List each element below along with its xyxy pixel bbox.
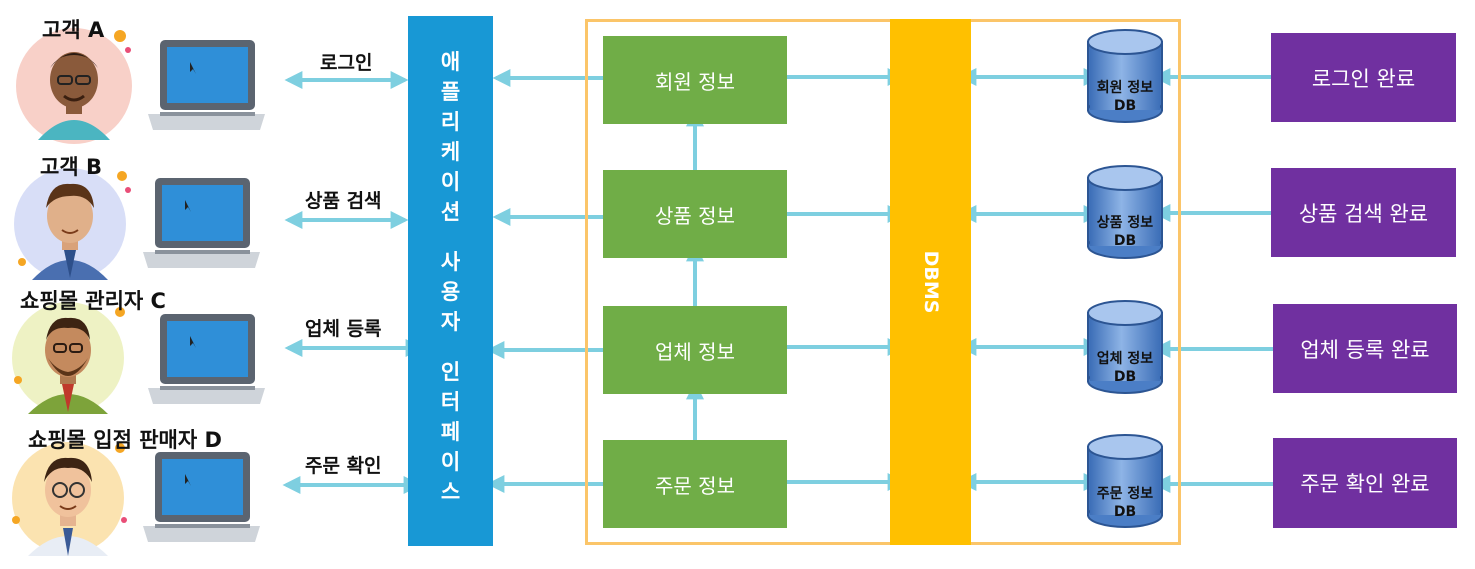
db-label-line2: DB xyxy=(1113,98,1137,114)
avatar-seller-d xyxy=(12,442,127,556)
interface-char: 플 xyxy=(440,80,461,104)
db-cylinder-icon-product xyxy=(1087,165,1163,259)
interface-char: 용 xyxy=(440,280,461,304)
interface-char: 사 xyxy=(440,250,461,274)
entity-box-product: 상품 정보 xyxy=(603,170,787,258)
result-box-order: 주문 확인 완료 xyxy=(1273,438,1457,528)
dbms-bar: DBMS xyxy=(890,19,971,545)
interface-char: 케 xyxy=(440,140,461,164)
entity-box-vendor: 업체 정보 xyxy=(603,306,787,394)
db-label-line2: DB xyxy=(1113,369,1137,385)
result-box-search: 상품 검색 완료 xyxy=(1271,168,1456,257)
db-label-member: 회원 정보 DB xyxy=(1085,79,1165,115)
db-label-product: 상품 정보 DB xyxy=(1085,214,1165,250)
arrow-group-left xyxy=(282,71,424,494)
interface-char: 리 xyxy=(440,110,461,134)
db-cylinder-icon-vendor xyxy=(1087,300,1163,394)
arrow-group-dbms xyxy=(768,68,1102,491)
entity-box-member: 회원 정보 xyxy=(603,36,787,124)
interface-char: 자 xyxy=(440,310,461,334)
application-user-interface-bar: 애 플 리 케 이 션 사 용 자 인 터 페 이 스 xyxy=(408,16,493,546)
action-label-register: 업체 등록 xyxy=(305,318,382,340)
user-label-b: 고객 B xyxy=(40,155,102,179)
interface-char: 애 xyxy=(440,50,461,74)
avatar-customer-a xyxy=(16,28,132,144)
db-label-line1: 주문 정보 xyxy=(1096,486,1154,502)
db-cylinder-icon-order xyxy=(1087,434,1163,528)
db-label-line1: 상품 정보 xyxy=(1096,215,1154,231)
avatar-customer-b xyxy=(14,168,131,280)
database-system-frame xyxy=(585,19,1181,545)
laptop-icon-a xyxy=(148,40,265,130)
interface-char: 인 xyxy=(440,360,461,384)
interface-char: 스 xyxy=(440,480,461,504)
db-label-line1: 업체 정보 xyxy=(1096,351,1154,367)
db-cylinder-icon-member xyxy=(1087,29,1163,123)
laptop-icon-b xyxy=(143,178,260,268)
interface-char: 션 xyxy=(440,200,461,224)
action-label-order: 주문 확인 xyxy=(305,455,382,477)
db-label-line2: DB xyxy=(1113,233,1137,249)
interface-char: 페 xyxy=(440,420,461,444)
interface-char: 터 xyxy=(440,390,461,414)
db-label-line1: 회원 정보 xyxy=(1096,80,1154,96)
avatar-admin-c xyxy=(12,302,125,414)
user-label-c: 쇼핑몰 관리자 C xyxy=(20,289,166,313)
db-label-vendor: 업체 정보 DB xyxy=(1085,350,1165,386)
dbms-label: DBMS xyxy=(919,250,942,314)
user-label-a: 고객 A xyxy=(42,18,105,42)
entity-box-order: 주문 정보 xyxy=(603,440,787,528)
user-label-d: 쇼핑몰 입점 판매자 D xyxy=(28,428,222,452)
db-label-order: 주문 정보 DB xyxy=(1085,485,1165,521)
result-box-login: 로그인 완료 xyxy=(1271,33,1456,122)
action-label-login: 로그인 xyxy=(320,52,373,74)
result-box-register: 업체 등록 완료 xyxy=(1273,304,1457,393)
action-label-search: 상품 검색 xyxy=(305,190,382,212)
laptop-icon-d xyxy=(143,452,260,542)
interface-char: 이 xyxy=(440,170,461,194)
db-label-line2: DB xyxy=(1113,504,1137,520)
interface-char: 이 xyxy=(440,450,461,474)
laptop-icon-c xyxy=(148,314,265,404)
